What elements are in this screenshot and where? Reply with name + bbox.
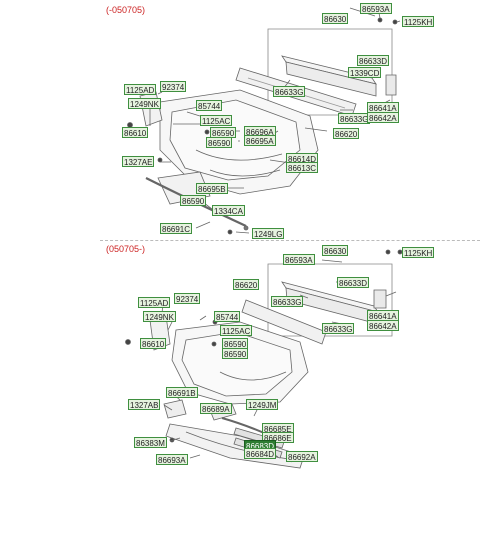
part-label[interactable]: 86590 [206, 137, 233, 148]
part-label[interactable]: 86693A [156, 454, 188, 465]
part-label[interactable]: 92374 [160, 81, 187, 92]
part-label[interactable]: 86686E [262, 432, 294, 443]
part-label[interactable]: 86642A [367, 112, 399, 123]
part-label[interactable]: 1125KH [402, 247, 435, 258]
part-label[interactable]: 1125AD [124, 84, 157, 95]
part-label[interactable]: 86620 [333, 128, 360, 139]
part-label[interactable]: 86633G [338, 113, 371, 124]
section-divider [100, 240, 480, 241]
part-label[interactable]: 1327AB [128, 399, 161, 410]
part-label[interactable]: 86633G [322, 323, 355, 334]
part-label[interactable]: 86630 [322, 245, 349, 256]
part-label[interactable]: 86691B [166, 387, 198, 398]
part-label[interactable]: 86610 [122, 127, 149, 138]
part-label[interactable]: 86695A [244, 135, 276, 146]
part-label[interactable]: 86630 [322, 13, 349, 24]
part-label[interactable]: 86691C [160, 223, 193, 234]
part-label[interactable]: 86684D [244, 448, 277, 459]
part-label[interactable]: 85744 [214, 311, 241, 322]
part-label[interactable]: 1327AE [122, 156, 155, 167]
part-label[interactable]: 86633D [337, 277, 370, 288]
part-label[interactable]: 86620 [233, 279, 260, 290]
part-label[interactable]: 86633G [271, 296, 304, 307]
part-label[interactable]: 86593A [283, 254, 315, 265]
part-label[interactable]: 1334CA [212, 205, 245, 216]
part-label[interactable]: 92374 [174, 293, 201, 304]
part-label[interactable]: 1125AC [220, 325, 253, 336]
part-label[interactable]: 86695B [196, 183, 228, 194]
part-label[interactable]: 1125KH [402, 16, 435, 27]
part-label[interactable]: 86692A [286, 451, 318, 462]
absorber-bottom [241, 299, 327, 345]
part-label[interactable]: 1249NK [143, 311, 176, 322]
part-label[interactable]: 85744 [196, 100, 223, 111]
part-label[interactable]: 1125AD [138, 297, 171, 308]
part-label[interactable]: 86593A [360, 3, 392, 14]
part-label[interactable]: 86633D [357, 55, 390, 66]
part-label[interactable]: 86613C [286, 162, 319, 173]
part-label[interactable]: 1249LG [252, 228, 285, 239]
part-label[interactable]: 86383M [134, 437, 167, 448]
part-label[interactable]: 1339CD [348, 67, 382, 78]
part-label[interactable]: 86689A [200, 403, 232, 414]
part-label[interactable]: 1249JM [246, 399, 279, 410]
part-label[interactable]: 86633G [273, 86, 306, 97]
part-label[interactable]: 86590 [180, 195, 207, 206]
section-label-top: (-050705) [106, 5, 146, 15]
part-label[interactable]: 86610 [140, 338, 167, 349]
part-label[interactable]: 86590 [222, 348, 249, 359]
part-label[interactable]: 86642A [367, 320, 399, 331]
section-label-bottom: (050705-) [106, 244, 146, 254]
part-label[interactable]: 1249NK [128, 98, 161, 109]
part-label[interactable]: 1125AC [200, 115, 233, 126]
